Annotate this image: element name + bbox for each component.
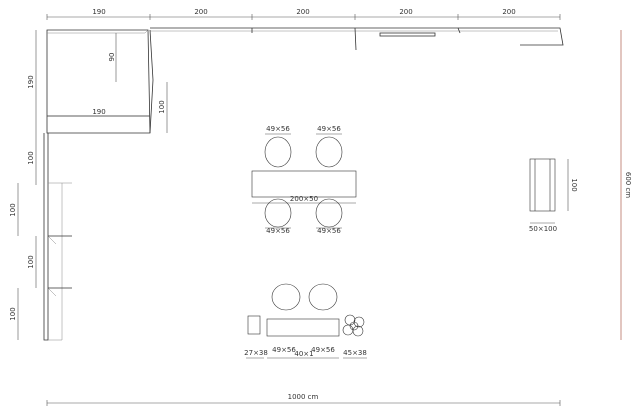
lounge-area: 27×38 49×56 40×1 49×56 45×38 [244, 283, 367, 359]
chair-label-top-left: 49×56 [266, 125, 290, 133]
dim-inner-190: 190 [92, 108, 105, 116]
dim-top-1: 190 [92, 8, 105, 16]
dim-left-4: 100 [27, 255, 35, 268]
dim-inner-100: 100 [158, 100, 166, 113]
chair-top-right [315, 136, 343, 168]
dim-left-3: 100 [9, 203, 17, 216]
table-label: 200×50 [290, 195, 318, 203]
top-dimension-chain: 190 200 200 200 200 [46, 8, 561, 20]
lounge-chair-left-label: 49×56 [272, 346, 296, 354]
dim-left-2: 100 [27, 151, 35, 164]
cabinet-side-label: 100 [570, 178, 578, 191]
dim-bottom-total: 1000 cm [288, 393, 319, 401]
cabinet: 100 50×100 [529, 158, 578, 233]
chair-bottom-left [264, 198, 292, 228]
lounge-chair-right-label: 49×56 [311, 346, 335, 354]
side-table [247, 315, 261, 335]
bottom-dimension: 1000 cm [46, 393, 561, 406]
lounge-chair-right [308, 283, 338, 311]
dim-top-5: 200 [502, 8, 515, 16]
lounge-chair-left [271, 283, 301, 311]
dining-area: 49×56 49×56 200×50 49×56 49×56 [251, 125, 357, 235]
bench [266, 318, 340, 337]
dim-top-3: 200 [296, 8, 309, 16]
left-dimension-chain: 190 100 100 100 100 [9, 30, 37, 340]
cabinet-body [529, 158, 556, 212]
dim-right-total: 600 cm [624, 172, 632, 198]
right-dimension: 600 cm [620, 30, 632, 340]
plant-label: 45×38 [343, 349, 367, 357]
dining-table [251, 170, 357, 198]
chair-label-bottom-left: 49×56 [266, 227, 290, 235]
chair-label-top-right: 49×56 [317, 125, 341, 133]
bench-label: 40×1 [294, 350, 313, 358]
left-room: 90 190 100 [46, 29, 168, 134]
dim-left-1: 190 [27, 75, 35, 88]
cabinet-size-label: 50×100 [529, 225, 557, 233]
chair-top-left [264, 136, 292, 168]
dim-inner-90: 90 [108, 53, 116, 62]
side-table-label: 27×38 [244, 349, 268, 357]
dim-left-5: 100 [9, 307, 17, 320]
chair-bottom-right [315, 198, 343, 228]
left-wall-shelving [43, 133, 72, 341]
dim-top-4: 200 [399, 8, 412, 16]
plant-icon [342, 314, 365, 337]
top-wall [150, 27, 564, 51]
chair-label-bottom-right: 49×56 [317, 227, 341, 235]
dim-top-2: 200 [194, 8, 207, 16]
